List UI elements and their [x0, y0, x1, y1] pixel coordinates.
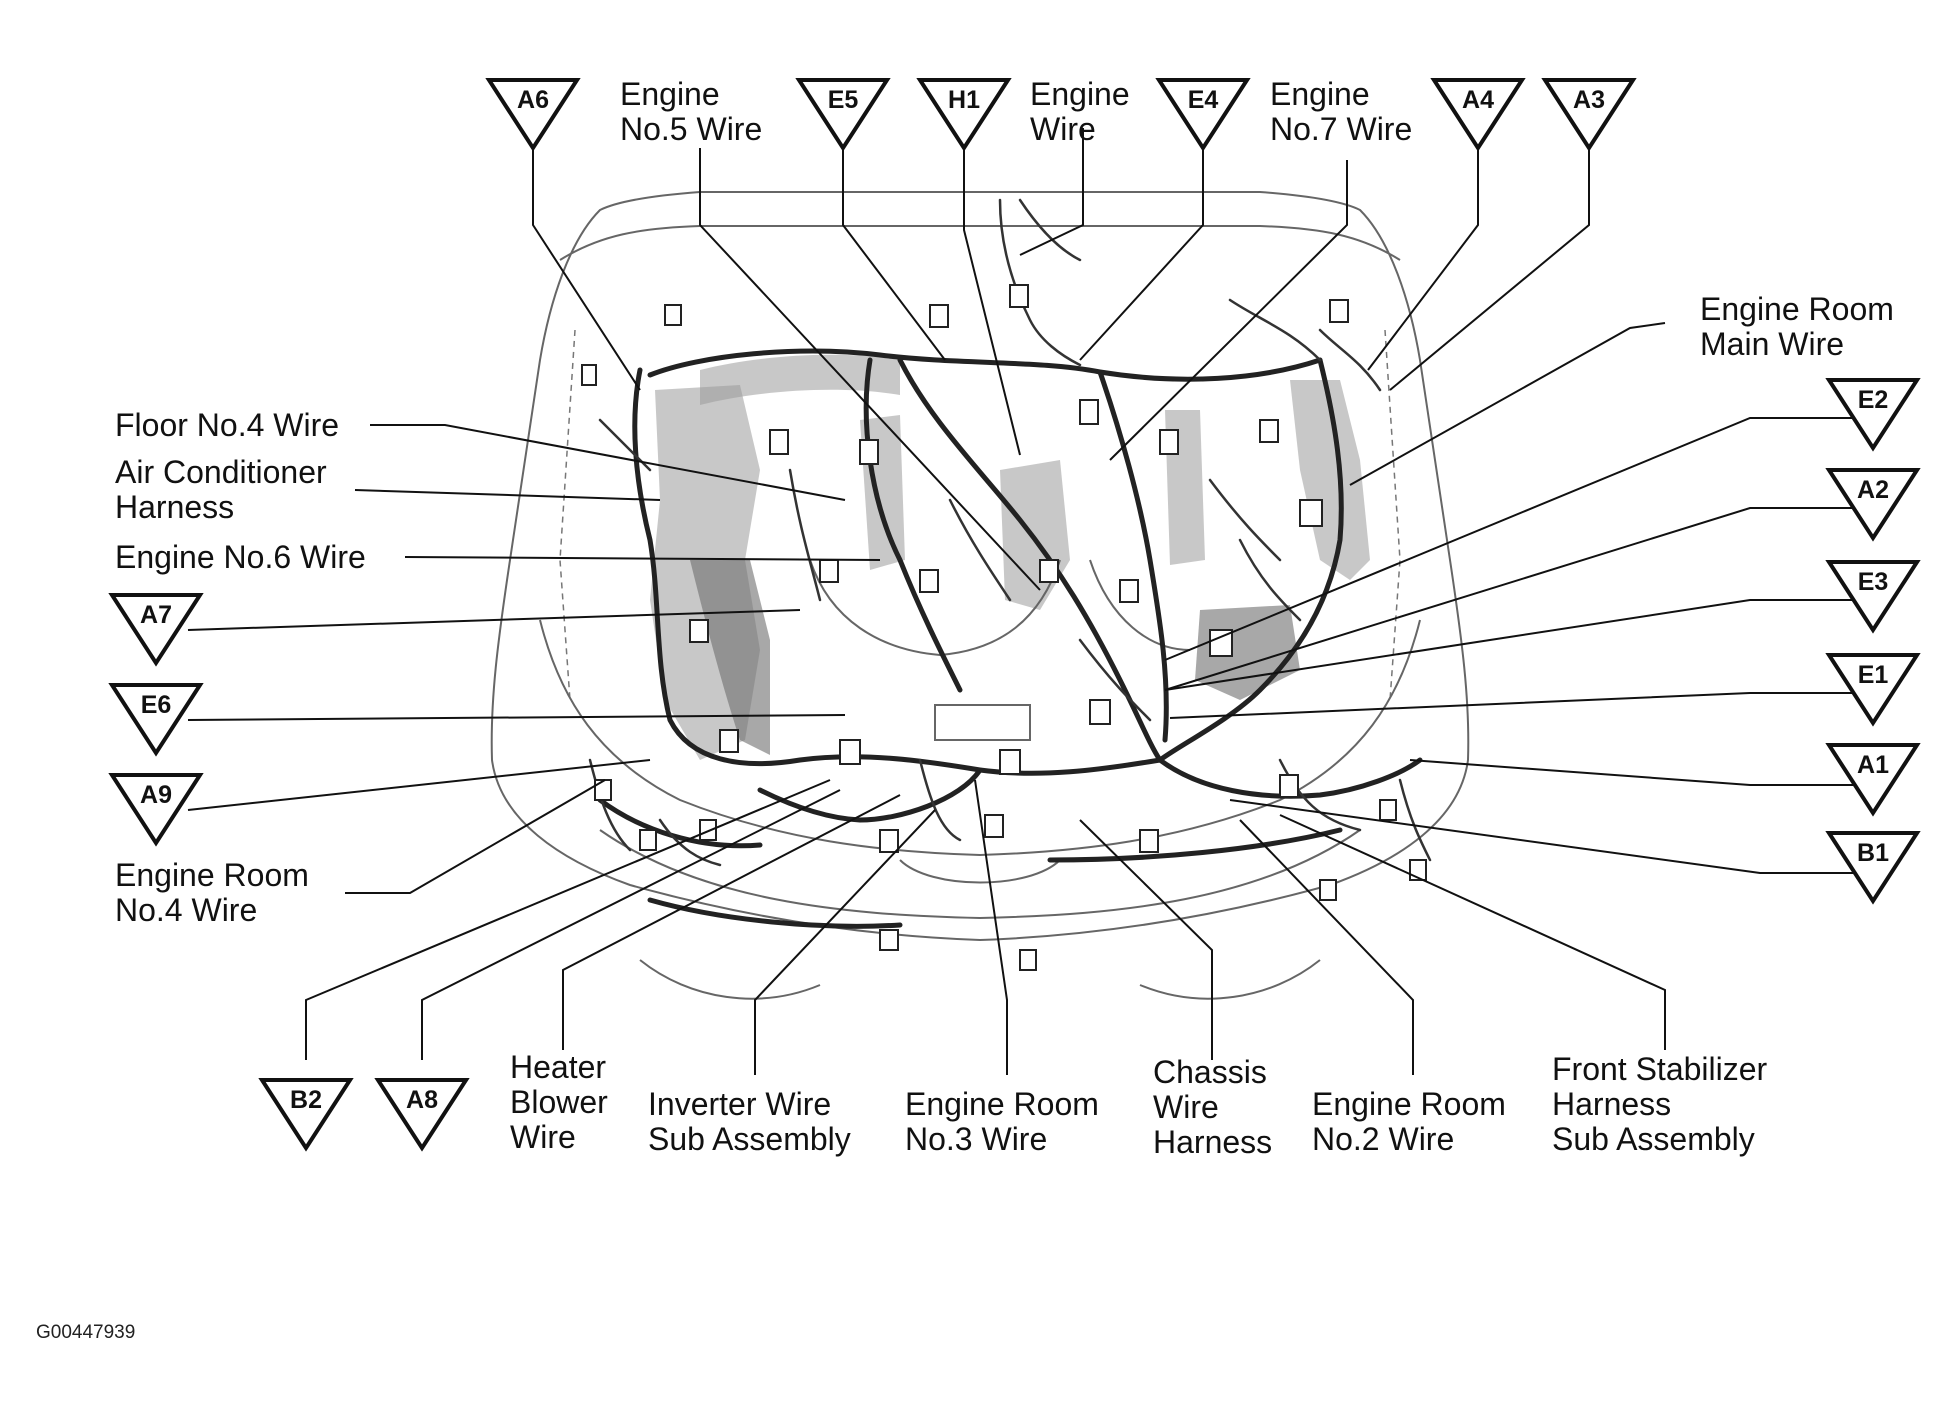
connector-id: E6 — [141, 691, 172, 719]
vehicle-outline — [490, 191, 1470, 1000]
label-line: Chassis — [1153, 1054, 1267, 1090]
figure-code: G00447939 — [36, 1322, 135, 1343]
label-engine-wire: Engine Wire — [1030, 76, 1139, 147]
connector-callout-a1: A1 — [1825, 743, 1921, 817]
label-line: Engine Room — [1700, 291, 1894, 327]
leader-lines — [187, 128, 1863, 1075]
connector-callout-a4: A4 — [1430, 78, 1526, 152]
label-line: No.2 Wire — [1312, 1121, 1454, 1157]
connector-id: A2 — [1857, 476, 1889, 504]
label-line: Inverter Wire — [648, 1086, 831, 1122]
label-line: Wire — [510, 1119, 576, 1155]
connector-callouts: A6 E5 H1 E4 A4 A3 E2 A2 — [108, 78, 1921, 1152]
connector-blocks — [581, 284, 1427, 971]
connector-callout-a2: A2 — [1825, 468, 1921, 542]
connector-id: A8 — [406, 1086, 438, 1114]
label-line: No.5 Wire — [620, 111, 762, 147]
connector-callout-e5: E5 — [795, 78, 891, 152]
connector-id: H1 — [948, 86, 980, 114]
label-line: Engine Room — [115, 857, 309, 893]
label-engine-no7-wire: Engine No.7 Wire — [1270, 76, 1412, 147]
label-front-stabilizer-harness-sub-assembly: Front Stabilizer Harness Sub Assembly — [1552, 1051, 1776, 1157]
label-line: Engine — [1270, 76, 1370, 112]
connector-id: A3 — [1573, 86, 1605, 114]
label-line: Air Conditioner — [115, 454, 327, 490]
connector-callout-e2: E2 — [1825, 378, 1921, 452]
connector-callout-a7: A7 — [108, 593, 204, 667]
connector-id: E2 — [1858, 386, 1889, 414]
label-line: Engine Room — [905, 1086, 1099, 1122]
label-line: Engine Room — [1312, 1086, 1506, 1122]
label-engine-room-no4-wire: Engine Room No.4 Wire — [115, 857, 318, 928]
connector-callout-a3: A3 — [1541, 78, 1637, 152]
label-engine-room-main-wire: Engine Room Main Wire — [1700, 291, 1903, 362]
label-engine-room-no2-wire: Engine Room No.2 Wire — [1312, 1086, 1515, 1157]
label-line: Harness — [115, 489, 234, 525]
label-line: Floor No.4 Wire — [115, 407, 339, 443]
label-engine-no5-wire: Engine No.5 Wire — [620, 76, 762, 147]
label-heater-blower-wire: Heater Blower Wire — [510, 1049, 617, 1155]
connector-id: E3 — [1858, 568, 1889, 596]
label-engine-no6-wire: Engine No.6 Wire — [115, 539, 366, 575]
label-line: Harness — [1153, 1124, 1272, 1160]
connector-callout-a6: A6 — [485, 78, 581, 152]
connector-callout-e6: E6 — [108, 683, 204, 757]
label-line: Blower — [510, 1084, 608, 1120]
label-floor-no4-wire: Floor No.4 Wire — [115, 407, 339, 443]
connector-callout-h1: H1 — [916, 78, 1012, 152]
label-chassis-wire-harness: Chassis Wire Harness — [1153, 1054, 1276, 1160]
label-line: No.4 Wire — [115, 892, 257, 928]
label-line: Engine — [1030, 76, 1130, 112]
connector-id: E5 — [828, 86, 859, 114]
label-line: Harness — [1552, 1086, 1671, 1122]
harness-labels: Engine No.5 Wire Engine Wire Engine No.7… — [115, 76, 1903, 1160]
connector-id: A1 — [1857, 751, 1889, 779]
connector-callout-a8: A8 — [374, 1078, 470, 1152]
connector-callout-e3: E3 — [1825, 560, 1921, 634]
label-line: Front Stabilizer — [1552, 1051, 1768, 1087]
connector-id: E4 — [1188, 86, 1219, 114]
label-engine-room-no3-wire: Engine Room No.3 Wire — [905, 1086, 1108, 1157]
label-line: Engine No.6 Wire — [115, 539, 366, 575]
connector-id: A9 — [140, 781, 172, 809]
label-line: Heater — [510, 1049, 606, 1085]
connector-id: B2 — [290, 1086, 322, 1114]
connector-callout-a9: A9 — [108, 773, 204, 847]
connector-callout-b1: B1 — [1825, 831, 1921, 905]
label-line: No.3 Wire — [905, 1121, 1047, 1157]
label-line: Wire — [1030, 111, 1096, 147]
connector-id: B1 — [1857, 839, 1889, 867]
connector-callout-b2: B2 — [258, 1078, 354, 1152]
label-line: No.7 Wire — [1270, 111, 1412, 147]
connector-id: E1 — [1858, 661, 1889, 689]
label-line: Main Wire — [1700, 326, 1844, 362]
connector-callout-e4: E4 — [1155, 78, 1251, 152]
connector-id: A6 — [517, 86, 549, 114]
connector-id: A7 — [140, 601, 172, 629]
label-line: Sub Assembly — [1552, 1121, 1755, 1157]
connector-id: A4 — [1462, 86, 1494, 114]
label-line: Engine — [620, 76, 720, 112]
label-air-conditioner-harness: Air Conditioner Harness — [115, 454, 336, 525]
label-line: Wire — [1153, 1089, 1219, 1125]
label-inverter-wire-sub-assembly: Inverter Wire Sub Assembly — [648, 1086, 851, 1157]
connector-callout-e1: E1 — [1825, 653, 1921, 727]
label-line: Sub Assembly — [648, 1121, 851, 1157]
